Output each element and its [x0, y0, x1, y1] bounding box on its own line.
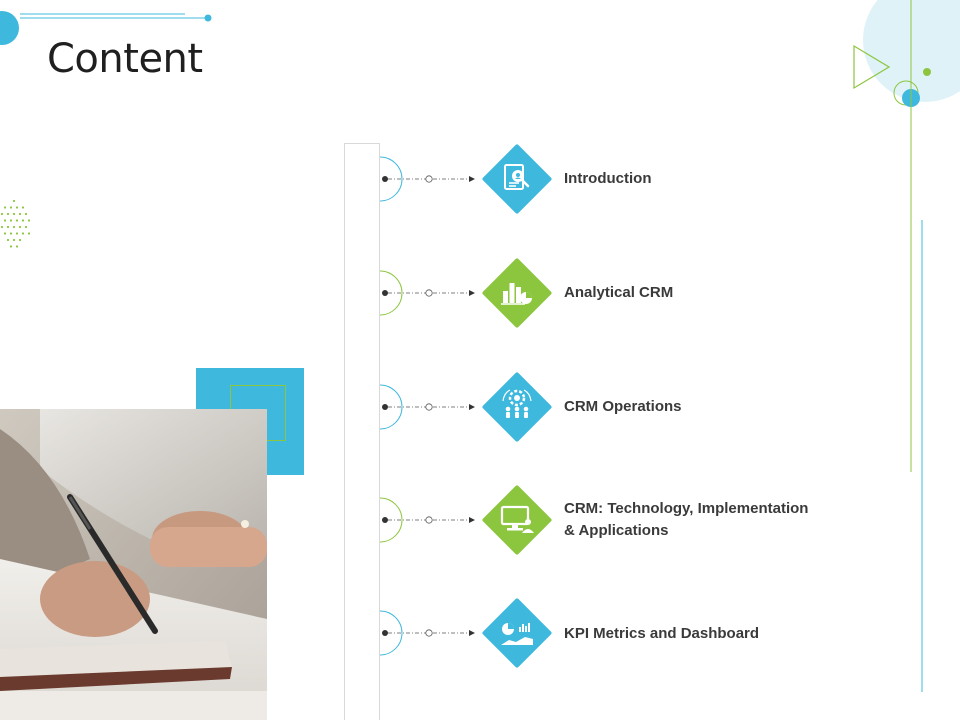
- pattern-dot: [27, 219, 31, 222]
- agenda-item-crm-technology-diamond[interactable]: [481, 484, 553, 556]
- pattern-dot: [27, 232, 31, 235]
- connector-mid-ring: [425, 175, 433, 183]
- pattern-dot: [9, 206, 13, 209]
- pattern-dot: [24, 225, 28, 229]
- connector-arrow: [469, 404, 475, 410]
- connector-start-dot: [382, 290, 388, 296]
- connector-arc: [379, 610, 403, 656]
- connector-arc: [379, 497, 403, 543]
- pattern-dot: [0, 225, 4, 229]
- pattern-dot: [15, 232, 19, 235]
- pattern-dot: [3, 206, 7, 209]
- top-right-decoration: [853, 0, 960, 692]
- connector-start-dot: [382, 630, 388, 636]
- pattern-dot: [18, 238, 22, 242]
- pattern-dot: [15, 245, 19, 248]
- agenda-item-crm-technology-label-line1: CRM: Technology, Implementation: [564, 500, 809, 517]
- connector-mid-ring: [425, 629, 433, 637]
- connector-arc: [379, 156, 403, 202]
- connector-arrow: [469, 517, 475, 523]
- agenda-item-introduction-label: Introduction: [564, 170, 652, 187]
- dashboard-chart-icon: [501, 623, 533, 645]
- pattern-dot: [12, 238, 16, 242]
- pattern-dot: [12, 212, 16, 216]
- pattern-dot: [21, 232, 25, 235]
- connector-arrow: [469, 176, 475, 182]
- pattern-dot: [15, 219, 19, 222]
- top-left-decoration: [0, 11, 212, 45]
- connector-start-dot: [382, 404, 388, 410]
- connector-mid-ring: [425, 403, 433, 411]
- pattern-dot: [18, 212, 22, 216]
- light-blue-circle: [863, 0, 960, 102]
- pattern-dot: [15, 206, 19, 209]
- connector-arrow: [469, 290, 475, 296]
- document-search-icon: [504, 164, 530, 190]
- triangle-outline: [853, 44, 891, 90]
- computer-user-icon: [500, 505, 534, 533]
- pattern-dot: [0, 212, 4, 216]
- pattern-dot: [12, 199, 16, 203]
- dotted-pattern: [0, 199, 31, 248]
- corner-circle: [0, 11, 19, 45]
- connector-arrow: [469, 630, 475, 636]
- pattern-dot: [18, 225, 22, 229]
- connector-start-dot: [382, 176, 388, 182]
- bar-pie-chart-icon: [501, 283, 532, 305]
- agenda-item-crm-technology-label: CRM: Technology, Implementation & Applic…: [564, 498, 808, 542]
- connector-mid-ring: [425, 289, 433, 297]
- pattern-dot: [6, 238, 10, 242]
- agenda-spine: [344, 143, 380, 720]
- photo-hand-writing: [0, 409, 267, 720]
- pattern-dot: [9, 245, 13, 248]
- connector-start-dot: [382, 517, 388, 523]
- agenda-item-kpi-label: KPI Metrics and Dashboard: [564, 625, 760, 642]
- connector-arc: [379, 270, 403, 316]
- green-dot: [923, 68, 931, 76]
- connector-mid-ring: [425, 516, 433, 524]
- pattern-dot: [3, 219, 7, 222]
- agenda-item-crm-operations-label: CRM Operations: [564, 398, 682, 415]
- agenda-item-analytical-crm-label: Analytical CRM: [564, 284, 674, 301]
- agenda-item-analytical-crm-diamond[interactable]: [481, 257, 553, 329]
- pattern-dot: [21, 219, 25, 222]
- pattern-dot: [6, 212, 10, 216]
- page-title: Content: [47, 36, 203, 82]
- gear-team-icon: [502, 389, 532, 418]
- agenda-connectors: [379, 156, 475, 656]
- pattern-dot: [9, 219, 13, 222]
- agenda-item-kpi-diamond[interactable]: [481, 597, 553, 669]
- deco-dot: [204, 14, 212, 22]
- pattern-dot: [3, 232, 7, 235]
- pattern-dot: [12, 225, 16, 229]
- pattern-dot: [21, 206, 25, 209]
- agenda-item-crm-operations-diamond[interactable]: [481, 371, 553, 443]
- pattern-dot: [6, 225, 10, 229]
- agenda-item-introduction-diamond[interactable]: [481, 143, 553, 215]
- pattern-dot: [24, 212, 28, 216]
- hand-writing-notebook-photo: [0, 409, 267, 720]
- connector-arc: [379, 384, 403, 430]
- pattern-dot: [9, 232, 13, 235]
- agenda-item-crm-technology-label-line2: & Applications: [564, 522, 669, 539]
